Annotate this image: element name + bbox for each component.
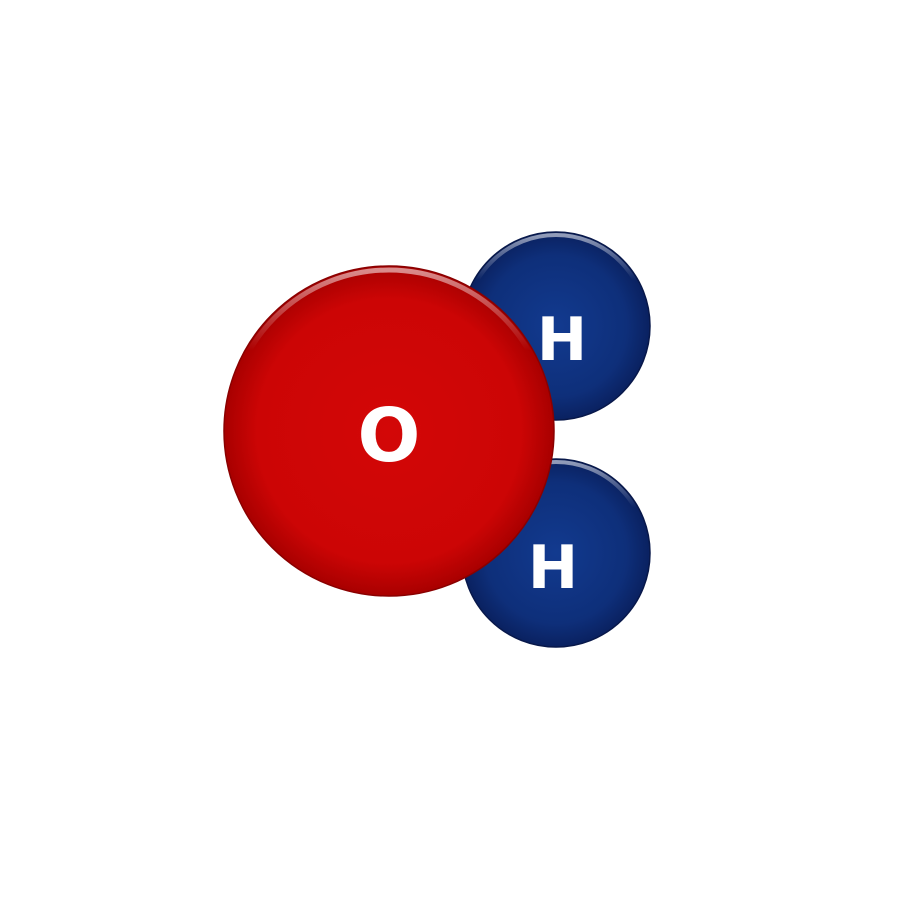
- oxygen-sphere-highlight: [225, 267, 553, 595]
- oxygen-label: O: [358, 393, 421, 479]
- oxygen-atom: O: [223, 265, 555, 597]
- hydrogen-label: H: [537, 305, 587, 375]
- oxygen-sphere: [223, 265, 555, 597]
- hydrogen-label: H: [528, 533, 578, 603]
